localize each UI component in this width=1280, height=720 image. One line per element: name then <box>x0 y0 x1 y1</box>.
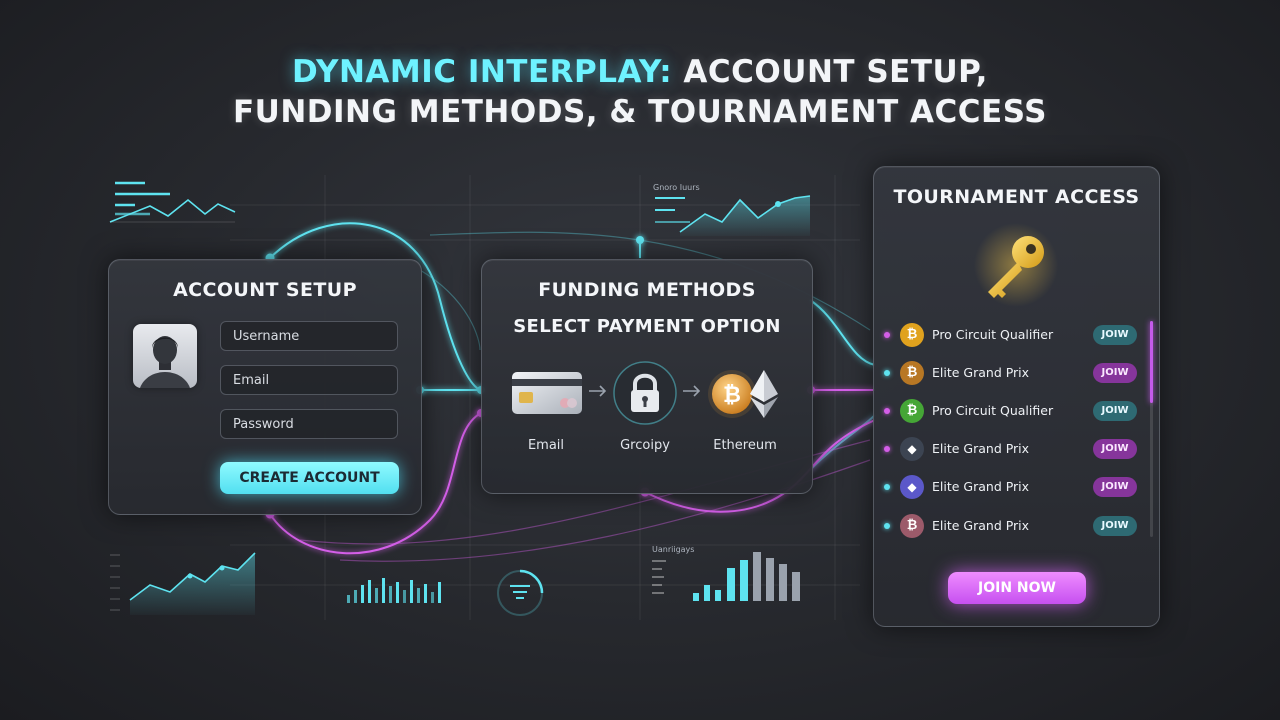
bitcoin-coin-icon: ₿ <box>900 514 924 538</box>
tournament-row: ◆ Elite Grand Prix JOIW <box>884 434 1146 464</box>
mini-area-chart-top <box>655 195 811 236</box>
arrow-right-icon <box>683 385 701 397</box>
bitcoin-ethereum-icon[interactable]: ₿ <box>706 364 790 424</box>
tournament-access-panel: TOURNAMENT ACCESS ₿ Pro Circuit Qualifie… <box>873 166 1160 627</box>
user-avatar-icon <box>139 336 191 388</box>
mini-bar-chart-bottom <box>347 578 441 603</box>
email-input[interactable] <box>220 365 398 395</box>
row-dot <box>884 523 890 529</box>
funding-methods-title: FUNDING METHODS <box>538 279 756 301</box>
join-pill-button[interactable]: JOIW <box>1093 477 1137 497</box>
row-dot <box>884 370 890 376</box>
account-setup-title: ACCOUNT SETUP <box>173 279 357 301</box>
padlock-icon[interactable] <box>612 360 678 426</box>
join-pill-button[interactable]: JOIW <box>1093 516 1137 536</box>
arrow-right-icon <box>589 385 607 397</box>
tournament-name: Elite Grand Prix <box>932 518 1030 533</box>
mini-line-chart-top-left <box>109 181 236 223</box>
username-input[interactable] <box>220 321 398 351</box>
bitcoin-coin-icon: ₿ <box>900 323 924 347</box>
account-setup-panel: ACCOUNT SETUP CREATE ACCOUNT <box>108 259 422 515</box>
row-dot <box>884 332 890 338</box>
join-pill-button[interactable]: JOIW <box>1093 401 1137 421</box>
tournament-name: Pro Circuit Qualifier <box>932 403 1054 418</box>
ethereum-coin-icon: ◆ <box>900 437 924 461</box>
tournament-access-title: TOURNAMENT ACCESS <box>893 186 1140 208</box>
scrollbar-thumb[interactable] <box>1150 321 1153 403</box>
title-line1-rest: ACCOUNT SETUP, <box>672 54 988 90</box>
row-dot <box>884 484 890 490</box>
payment-option-label: Ethereum <box>713 438 777 453</box>
title-accent: DYNAMIC INTERPLAY: <box>292 54 673 90</box>
tournament-name: Elite Grand Prix <box>932 479 1030 494</box>
page-title: DYNAMIC INTERPLAY: ACCOUNT SETUP, FUNDIN… <box>0 52 1280 132</box>
join-pill-button[interactable]: JOIW <box>1093 363 1137 383</box>
tournament-row: ₿ Pro Circuit Qualifier JOIW <box>884 320 1146 350</box>
gauge-icon <box>497 569 544 616</box>
tournament-name: Elite Grand Prix <box>932 365 1030 380</box>
credit-card-icon[interactable] <box>511 370 583 416</box>
tournament-name: Pro Circuit Qualifier <box>932 327 1054 342</box>
bitcoin-coin-icon: ₿ <box>900 361 924 385</box>
create-account-button[interactable]: CREATE ACCOUNT <box>220 462 399 494</box>
tournament-row: ₿ Elite Grand Prix JOIW <box>884 358 1146 388</box>
row-dot <box>884 408 890 414</box>
tournament-row: ₿ Elite Grand Prix JOIW <box>884 511 1146 541</box>
tournament-row: ₿ Pro Circuit Qualifier JOIW <box>884 396 1146 426</box>
golden-key-icon <box>974 223 1058 307</box>
title-line2: FUNDING METHODS, & TOURNAMENT ACCESS <box>233 94 1047 130</box>
tournament-row: ◆ Elite Grand Prix JOIW <box>884 472 1146 502</box>
ethereum-coin-icon: ◆ <box>900 475 924 499</box>
avatar <box>133 324 197 388</box>
row-dot <box>884 446 890 452</box>
password-input[interactable] <box>220 409 398 439</box>
svg-text:₿: ₿ <box>723 383 741 408</box>
mini-area-chart-bottom-left <box>110 552 256 615</box>
mini-bar-chart-bottom-right <box>652 552 800 601</box>
join-now-button[interactable]: JOIN NOW <box>948 572 1086 604</box>
join-pill-button[interactable]: JOIW <box>1093 325 1137 345</box>
tournament-name: Elite Grand Prix <box>932 441 1030 456</box>
payment-option-label: Email <box>527 438 565 453</box>
bitcoin-coin-icon: ₿ <box>900 399 924 423</box>
scrollbar-track[interactable] <box>1150 321 1153 537</box>
mini-chart-label-top: Gnoro Iuurs <box>653 183 700 192</box>
payment-option-label: Grcoipy <box>620 438 670 453</box>
payment-option-subtitle: SELECT PAYMENT OPTION <box>513 316 781 337</box>
funding-methods-panel: FUNDING METHODS SELECT PAYMENT OPTION <box>481 259 813 494</box>
mini-chart-label-bottom: Uanriigays <box>652 545 695 554</box>
join-pill-button[interactable]: JOIW <box>1093 439 1137 459</box>
